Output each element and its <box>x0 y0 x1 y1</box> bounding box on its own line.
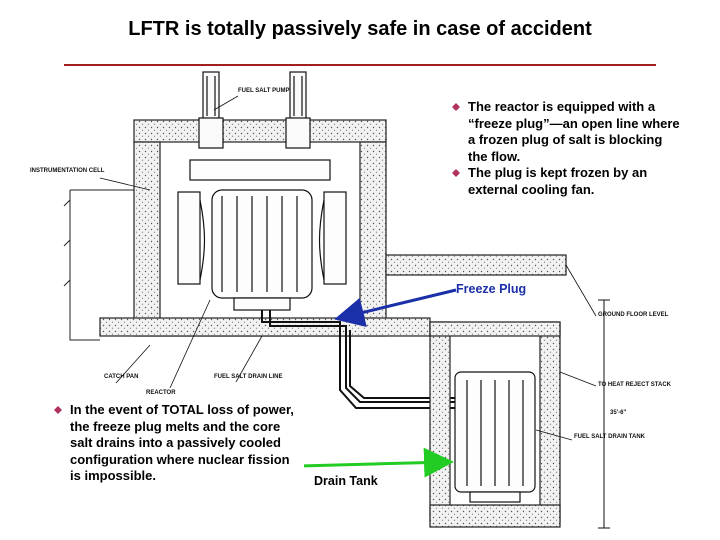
label-instrumentation-cell: INSTRUMENTATION CELL <box>30 168 105 174</box>
diamond-bullet-icon <box>54 406 62 414</box>
label-catch-pan: CATCH PAN <box>104 374 138 380</box>
drain-tank-arrow <box>299 447 454 478</box>
instrumentation-cell-outline <box>63 189 134 341</box>
label-fuel-salt-drain-tank: FUEL SALT DRAIN TANK <box>574 434 646 440</box>
bullet-text: In the event of TOTAL loss of power, the… <box>70 402 294 483</box>
label-reactor: REACTOR <box>146 390 176 396</box>
leader-lines <box>99 95 597 441</box>
label-ground-floor-level: GROUND FLOOR LEVEL <box>598 312 669 318</box>
diamond-bullet-icon <box>452 169 460 177</box>
dimension-line <box>598 299 610 529</box>
drain-tank-callout: Drain Tank <box>314 474 378 488</box>
bullet-item: The reactor is equipped with a “freeze p… <box>452 99 684 165</box>
label-to-heat-reject-stack: TO HEAT REJECT STACK <box>598 382 672 388</box>
label-dimension: 35'-6" <box>610 410 626 416</box>
fuel-salt-pumps <box>198 71 311 149</box>
top-right-bullet-list: The reactor is equipped with a “freeze p… <box>452 99 684 198</box>
bottom-left-bullet-list: In the event of TOTAL loss of power, the… <box>54 402 304 485</box>
freeze-plug-arrow <box>334 288 457 327</box>
bullet-text: The reactor is equipped with a “freeze p… <box>468 99 680 164</box>
page-title: LFTR is totally passively safe in case o… <box>128 18 592 40</box>
bullet-item: The plug is kept frozen by an external c… <box>452 165 684 198</box>
bullet-text: The plug is kept frozen by an external c… <box>468 165 648 197</box>
label-fuel-salt-drain-line: FUEL SALT DRAIN LINE <box>214 374 282 380</box>
title-divider <box>64 64 656 66</box>
diamond-bullet-icon <box>452 103 460 111</box>
freeze-plug-callout: Freeze Plug <box>456 282 527 296</box>
bullet-item: In the event of TOTAL loss of power, the… <box>54 402 304 485</box>
drain-tank <box>454 371 536 503</box>
fuel-salt-drain-line <box>261 310 455 409</box>
label-fuel-salt-pump: FUEL SALT PUMP <box>238 88 289 94</box>
reactor-vessel <box>177 159 347 311</box>
